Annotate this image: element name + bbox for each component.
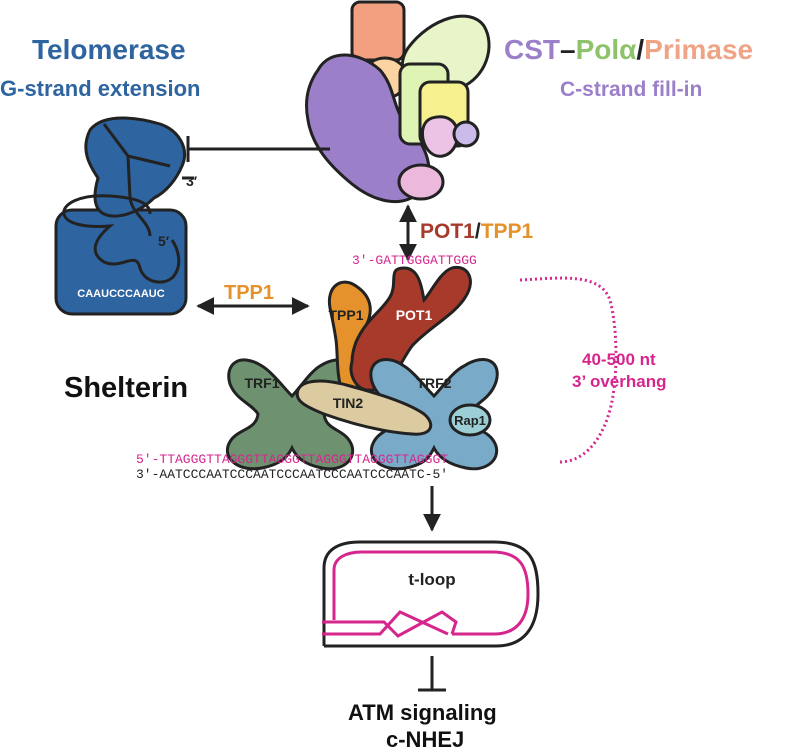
telomerase-enzyme [54,116,194,316]
overhang-curve [519,276,618,464]
label-tin2: TIN2 [333,395,364,411]
shelterin-title: Shelterin [64,372,189,404]
inhibition-arrow-tloop-atm [418,656,446,692]
dna-bottom-strand: 3′-AATCCCAATCCCAATCCCAATCCCAATCCCAATC-5′ [136,467,448,482]
pot1-tpp1-slash: / [474,220,481,243]
cst-complex [304,0,491,204]
overhang-label-line2: 3’ overhang [572,372,667,391]
telomerase-title: Telomerase [32,34,186,65]
cst-title: CST–Polα/Primase [504,34,753,66]
label-rap1: Rap1 [454,413,486,428]
primase-label: Primase [644,34,754,65]
cst-subtitle: C-strand fill-in [560,78,703,101]
tin2-protein [295,379,433,436]
cst-label: CST [504,34,560,65]
telomerase-template-seq: CAAUCCCAAUC [77,288,164,300]
outcome-line2: c-NHEJ [386,727,465,752]
label-trf2: TRF2 [417,375,452,391]
outcome-line1: ATM signaling [348,700,497,725]
telomerase-3-end: 3′ [186,173,198,189]
tpp1-text: TPP1 [480,220,534,243]
overhang-sequence: 3′-GATTGGGATTGGG [352,253,477,268]
label-tpp1-protein: TPP1 [328,307,363,323]
inhibition-arrow-cst-telomerase [186,136,330,162]
tloop-label: t-loop [408,570,455,589]
shelterin-complex [225,265,499,471]
cst-dash: – [560,34,576,65]
pot1-text: POT1 [420,220,475,243]
dna-top-strand: 5′-TTAGGGTTAGGGTTAGGGTTAGGGTTAGGGTTAGGGT [136,452,448,467]
tpp1-arrow-label: TPP1 [224,282,275,304]
pol-label: Polα [575,34,637,65]
pot1-tpp1-label: POT1/TPP1 [420,220,533,244]
t-loop-diagram [322,540,540,648]
telomerase-5-end: 5′ [158,233,170,249]
label-pot1-protein: POT1 [396,307,433,323]
overhang-label-line1: 40-500 nt [582,350,656,369]
telomerase-subtitle: G-strand extension [0,76,201,101]
label-trf1: TRF1 [245,375,280,391]
rap1-protein [448,403,492,437]
cst-slash: / [636,34,645,65]
